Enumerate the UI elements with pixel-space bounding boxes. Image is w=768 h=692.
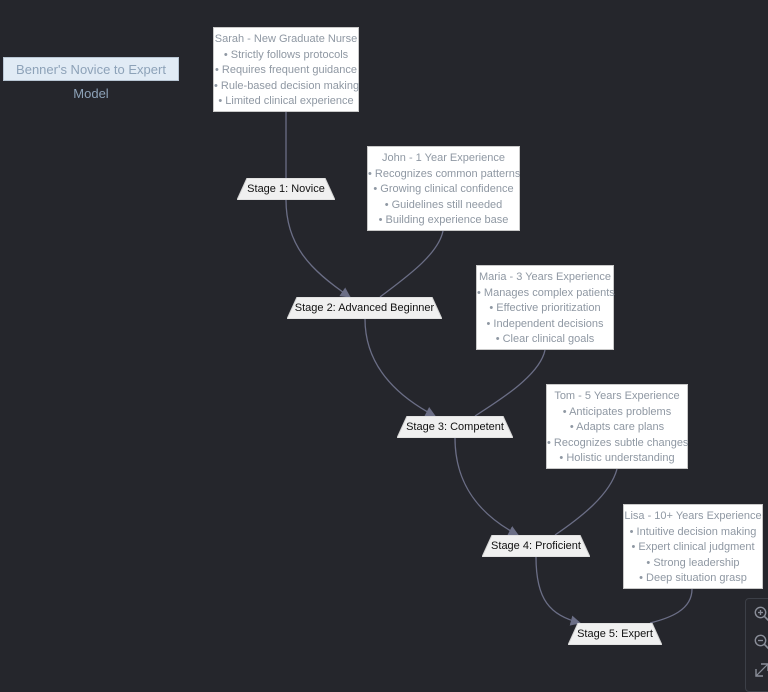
edge-stage2-stage3 [364, 318, 436, 417]
stage-shape [482, 535, 590, 557]
stage-label: Stage 5: Expert [577, 628, 653, 640]
note-lisa-line: • Expert clinical judgment [631, 541, 755, 553]
note-maria-line: • Effective prioritization [489, 302, 601, 314]
edge-stage4-stage5 [535, 556, 582, 626]
note-tom-line: • Holistic understanding [559, 452, 675, 464]
note-tom[interactable]: Tom - 5 Years Experience • Anticipates p… [546, 384, 688, 469]
note-lisa-line: • Strong leadership [646, 556, 740, 569]
note-sarah-line: • Strictly follows protocols [223, 48, 349, 61]
edge-lisa-stage5 [649, 588, 693, 624]
note-maria-line: • Clear clinical goals [495, 333, 595, 345]
note-sarah-line: Sarah - New Graduate Nurse [214, 33, 358, 45]
fit-view-icon[interactable] [753, 661, 768, 679]
note-lisa-line: Lisa - 10+ Years Experience [624, 510, 762, 522]
note-tom-line: • Recognizes subtle changes [547, 436, 689, 449]
edge-stage1-stage2 [285, 199, 351, 298]
stage-shape [237, 178, 335, 200]
stage-label: Stage 3: Competent [406, 421, 504, 433]
note-john[interactable]: John - 1 Year Experience • Recognizes co… [367, 146, 520, 231]
note-tom-line: • Anticipates problems [562, 405, 672, 418]
edge-john-stage2 [379, 230, 444, 298]
edge-stage3-stage4 [454, 437, 519, 536]
stage-label: Stage 4: Proficient [491, 540, 581, 552]
note-maria-line: Maria - 3 Years Experience [478, 271, 612, 283]
zoom-out-icon[interactable] [753, 633, 768, 651]
note-john-line: John - 1 Year Experience [382, 152, 505, 164]
stage-shape [568, 623, 662, 645]
note-maria-line: • Independent decisions [486, 317, 604, 330]
stage-shape [397, 416, 513, 438]
note-lisa-line: • Deep situation grasp [639, 572, 747, 584]
edge-maria-stage3 [474, 349, 546, 417]
note-john-line: • Guidelines still needed [384, 198, 503, 211]
zoom-controls [745, 598, 768, 692]
note-lisa-line: • Intuitive decision making [629, 525, 757, 538]
note-sarah-line: • Limited clinical experience [218, 95, 354, 107]
note-sarah-line: • Requires frequent guidance [214, 64, 358, 76]
stage-label: Stage 2: Advanced Beginner [294, 302, 435, 314]
stage-proficient[interactable]: Stage 4: Proficient [482, 535, 590, 557]
stage-novice[interactable]: Stage 1: Novice [237, 178, 335, 200]
note-lisa[interactable]: Lisa - 10+ Years Experience • Intuitive … [623, 504, 763, 589]
note-john-line: • Building experience base [378, 214, 509, 226]
stage-advanced-beginner[interactable]: Stage 2: Advanced Beginner [287, 297, 442, 319]
stage-competent[interactable]: Stage 3: Competent [397, 416, 513, 438]
stage-label: Stage 1: Novice [247, 183, 325, 195]
stage-expert[interactable]: Stage 5: Expert [568, 623, 662, 645]
note-sarah[interactable]: Sarah - New Graduate Nurse • Strictly fo… [213, 27, 359, 112]
note-john-line: • Recognizes common patterns [368, 167, 521, 180]
note-tom-line: • Adapts care plans [569, 421, 665, 433]
note-maria[interactable]: Maria - 3 Years Experience • Manages com… [476, 265, 615, 350]
diagram-title: Benner's Novice to Expert Model [3, 57, 179, 101]
zoom-in-icon[interactable] [753, 605, 768, 623]
note-sarah-line: • Rule-based decision making [214, 79, 360, 92]
note-maria-line: • Manages complex patients [477, 286, 615, 299]
edge-tom-stage4 [554, 468, 618, 536]
note-john-line: • Growing clinical confidence [373, 183, 514, 195]
note-tom-line: Tom - 5 Years Experience [554, 390, 680, 402]
stage-shape [287, 297, 442, 319]
